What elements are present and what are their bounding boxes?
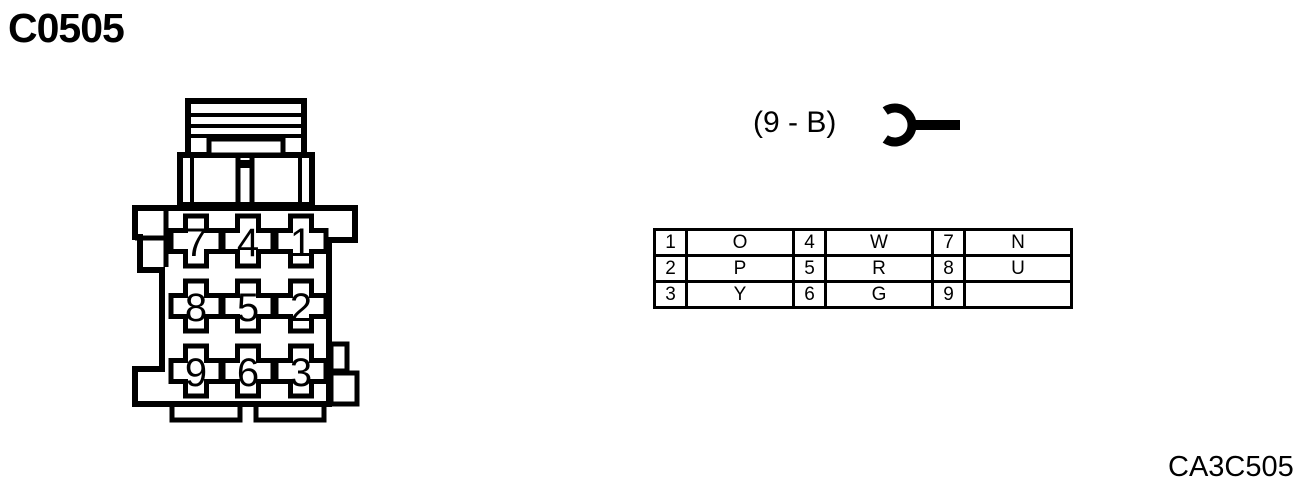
pin-cavity bbox=[168, 278, 224, 334]
pin-number: 7 bbox=[185, 221, 207, 265]
wire-color-cell: Y bbox=[685, 280, 795, 309]
wire-color-cell: N bbox=[963, 228, 1073, 257]
centre-divider-tick bbox=[236, 160, 254, 168]
wire-color-cell: W bbox=[824, 228, 934, 257]
pin-cavity bbox=[273, 343, 329, 399]
pin-cavity bbox=[168, 213, 224, 269]
figure-code: CA3C505 bbox=[1168, 451, 1294, 483]
pin-number-cell: 1 bbox=[653, 228, 688, 257]
housing-inner-walls bbox=[190, 158, 302, 203]
pin-cavity bbox=[168, 343, 224, 399]
pin-number-cell: 4 bbox=[792, 228, 827, 257]
pin-number: 9 bbox=[185, 351, 207, 395]
wire-color-cell: O bbox=[685, 228, 795, 257]
pin-number: 5 bbox=[237, 286, 259, 330]
pin-number-cell: 6 bbox=[792, 280, 827, 309]
pin-number: 1 bbox=[290, 221, 312, 265]
pin-number: 3 bbox=[290, 351, 312, 395]
pin-number-cell: 2 bbox=[653, 254, 688, 283]
pin-cavity bbox=[220, 213, 276, 269]
pin-cavity bbox=[273, 213, 329, 269]
page-title: C0505 bbox=[8, 5, 125, 51]
pin-cavity bbox=[220, 278, 276, 334]
cap-ribs bbox=[191, 113, 301, 138]
wire-color-cell: R bbox=[824, 254, 934, 283]
pin-number-cell: 8 bbox=[931, 254, 966, 283]
wire-color-cell: G bbox=[824, 280, 934, 309]
pin-number: 8 bbox=[185, 286, 207, 330]
pin-number-cell: 3 bbox=[653, 280, 688, 309]
pin-number: 2 bbox=[290, 286, 312, 330]
latch-window bbox=[206, 136, 286, 158]
pin-number-cell: 9 bbox=[931, 280, 966, 309]
pin-cavity bbox=[273, 278, 329, 334]
keying-notch-lines bbox=[135, 211, 169, 267]
side-tab-small bbox=[328, 341, 350, 374]
wire-color-cell bbox=[963, 280, 1073, 309]
wire-color-cell: P bbox=[685, 254, 795, 283]
pin-number-cell: 5 bbox=[792, 254, 827, 283]
female-terminal-icon bbox=[882, 103, 960, 147]
wire-color-cell: U bbox=[963, 254, 1073, 283]
terminal-label: (9 - B) bbox=[753, 106, 837, 139]
pin-number: 4 bbox=[237, 221, 259, 265]
pin-number-cell: 7 bbox=[931, 228, 966, 257]
pin-cavity bbox=[220, 343, 276, 399]
side-tab-large bbox=[328, 370, 360, 407]
pin-number: 6 bbox=[237, 351, 259, 395]
